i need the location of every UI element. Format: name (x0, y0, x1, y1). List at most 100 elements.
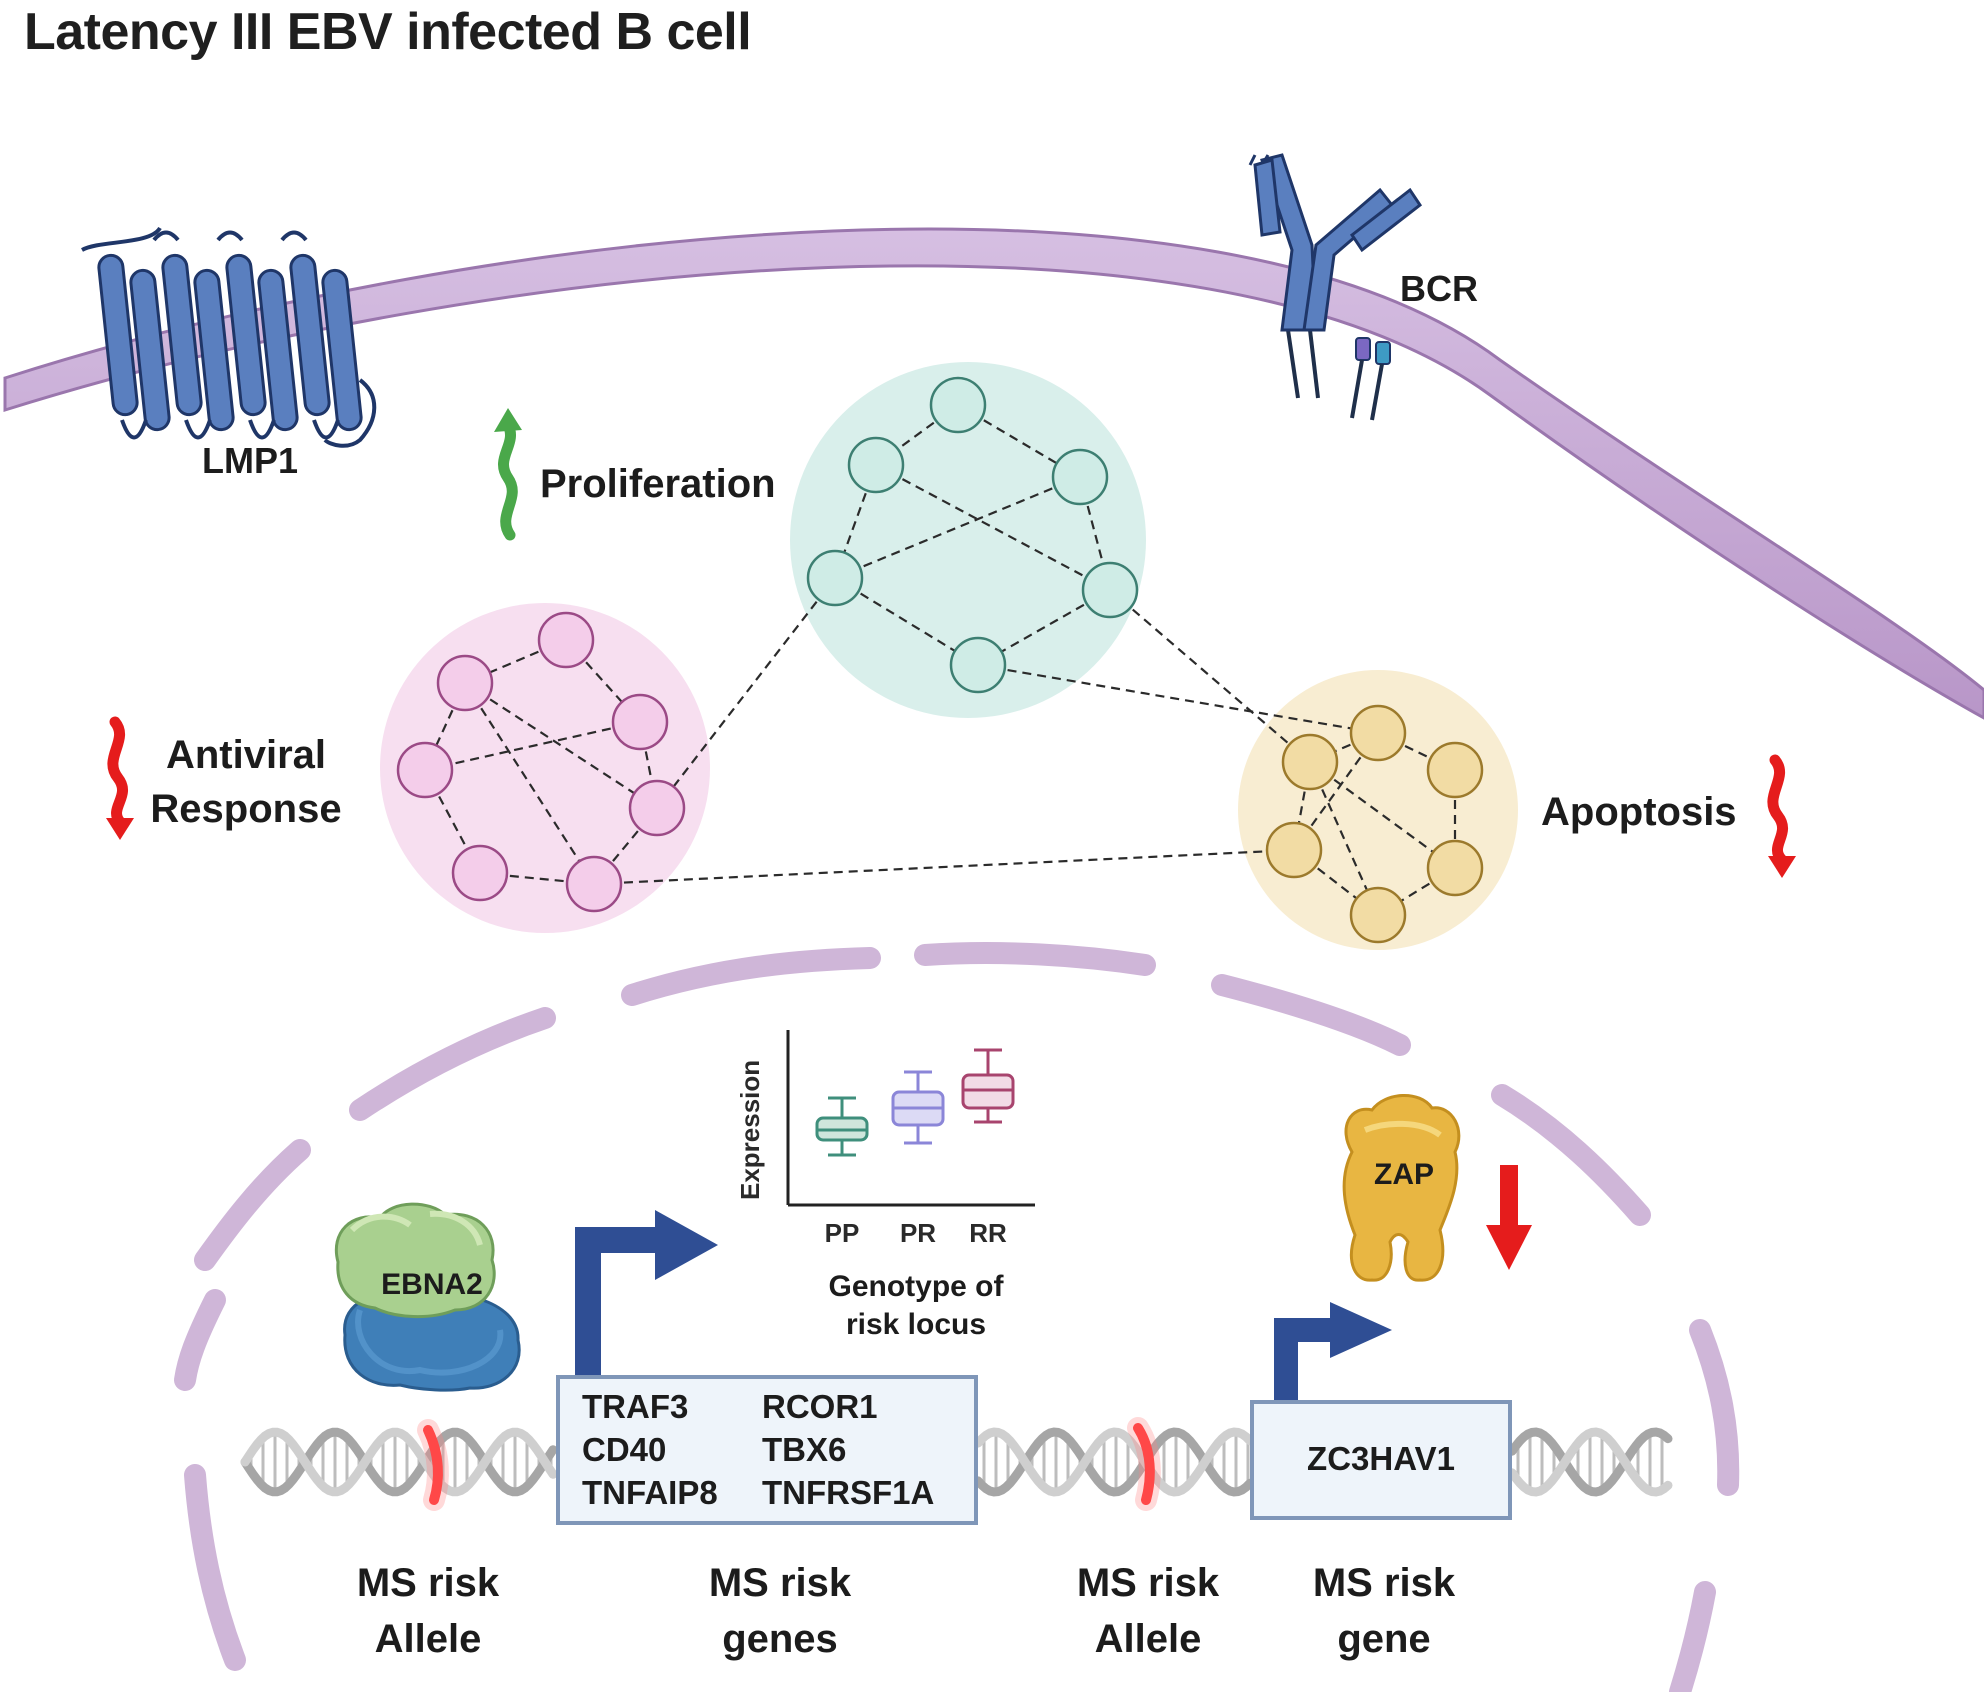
bottom-label-allele-2: MS risk Allele (1077, 1555, 1219, 1667)
lmp1-helix (289, 253, 331, 417)
nuclear-envelope (174, 942, 1740, 1692)
lmp1-loop (216, 230, 244, 242)
signaling-clusters (380, 362, 1518, 950)
lmp1-loop (120, 419, 148, 440)
promoter-arrow-genes (575, 1210, 718, 1378)
pink-cluster-node (611, 693, 669, 751)
boxplot-category-pr: PR (899, 1218, 937, 1248)
dna-strand (1507, 1427, 1673, 1497)
bottom-label-allele-1: MS risk Allele (357, 1555, 499, 1667)
lmp1-loop (312, 419, 340, 440)
green-cluster-node (1081, 561, 1139, 619)
dna-strand (240, 1427, 558, 1497)
zap-down-arrow (1486, 1165, 1532, 1270)
apoptosis-label: Apoptosis (1541, 790, 1737, 834)
pink-cluster-link (464, 682, 595, 885)
apoptosis-down-arrow (1767, 754, 1796, 878)
inter-cluster-link (977, 663, 1379, 735)
green-cluster-node (929, 376, 987, 434)
genes-right-column: RCOR1 TBX6 TNFRSF1A (762, 1385, 934, 1514)
figure-title: Latency III EBV infected B cell (24, 3, 752, 61)
bcr-label: BCR (1400, 268, 1478, 309)
bottom-label-1-line2: Allele (374, 1617, 482, 1661)
zc3hav1-label: ZC3HAV1 (1307, 1440, 1455, 1477)
bcr-receptor (1248, 153, 1423, 421)
proliferation-label: Proliferation (540, 462, 776, 506)
lmp1-label: LMP1 (202, 440, 299, 481)
pink-cluster-node (537, 611, 595, 669)
pink-cluster-node (451, 844, 509, 902)
bottom-label-genes: MS risk genes (709, 1555, 851, 1667)
bottom-label-3-line2: Allele (1094, 1617, 1202, 1661)
risk-allele-mark-1 (417, 1419, 449, 1511)
pink-cluster-link (464, 682, 658, 809)
zap-protein (1342, 1094, 1461, 1282)
inter-cluster-link (593, 848, 1295, 886)
bottom-label-2-line1: MS risk (708, 1561, 852, 1605)
risk-allele-mark-2 (1127, 1417, 1161, 1511)
expression-boxplot (786, 1030, 1035, 1207)
ebna2-label: EBNA2 (381, 1268, 483, 1301)
lmp1-helix (161, 253, 203, 417)
dna-strand (973, 1427, 1255, 1497)
lmp1-helix (257, 268, 299, 432)
boxplot-ylabel: Expression (735, 1059, 765, 1200)
pink-cluster-node (436, 654, 494, 712)
lmp1-helix (129, 268, 171, 432)
cell-membrane (3, 227, 1984, 720)
lmp1-loop (184, 419, 212, 440)
bottom-label-4-line2: gene (1337, 1617, 1431, 1661)
gene-tnfaip8: TNFAIP8 (582, 1474, 718, 1511)
antiviral-down-arrow (106, 716, 134, 840)
antiviral-line1: Antiviral (165, 733, 327, 777)
lmp1-helix (321, 268, 363, 432)
zc3hav1-box (1250, 1400, 1512, 1520)
yellow-cluster-node (1349, 886, 1407, 944)
yellow-cluster-node (1426, 839, 1484, 897)
gene-rcor1: RCOR1 (762, 1388, 878, 1425)
pink-cluster-node (628, 779, 686, 837)
ebna2-protein (334, 1202, 521, 1392)
boxplot-category-pp: PP (824, 1218, 860, 1248)
zap-label: ZAP (1374, 1158, 1434, 1191)
antiviral-line2: Response (150, 787, 342, 831)
green-cluster-node (949, 636, 1007, 694)
genes-left-column: TRAF3 CD40 TNFAIP8 (582, 1385, 718, 1514)
lmp1-n-terminus (81, 226, 162, 252)
bottom-label-3-line1: MS risk (1076, 1561, 1220, 1605)
boxplot-xlabel-line2: risk locus (845, 1308, 987, 1341)
yellow-cluster-node (1349, 704, 1407, 762)
green-cluster-node (806, 549, 864, 607)
lmp1-loop (280, 230, 308, 242)
boxplot-xlabel-line1: Genotype of (828, 1270, 1004, 1303)
proliferation-up-arrow (494, 408, 522, 541)
antiviral-response-label: Antiviral Response (150, 728, 341, 836)
yellow-cluster-node (1265, 821, 1323, 879)
lmp1-c-terminus (323, 378, 377, 448)
pink-cluster-node (565, 855, 623, 913)
lmp1-receptor (81, 226, 377, 448)
dna-strand (240, 1427, 558, 1497)
gene-traf3: TRAF3 (582, 1388, 689, 1425)
dna-strand (1507, 1427, 1673, 1497)
yellow-cluster-node (1281, 733, 1339, 791)
green-cluster-node (1051, 448, 1109, 506)
green-cluster-node (847, 436, 905, 494)
ms-risk-genes-box (556, 1375, 978, 1525)
lmp1-helix (97, 253, 139, 417)
bottom-label-2-line2: genes (722, 1617, 838, 1661)
boxplot-category-rr: RR (969, 1218, 1007, 1248)
gene-tbx6: TBX6 (762, 1431, 847, 1468)
bottom-label-4-line1: MS risk (1312, 1561, 1456, 1605)
pink-cluster-link (424, 720, 641, 772)
dna-helix (240, 1427, 1673, 1497)
lmp1-loop (248, 419, 276, 440)
inter-cluster-link (656, 577, 836, 809)
pink-cluster-node (396, 741, 454, 799)
gene-tnfrsf1a: TNFRSF1A (762, 1474, 935, 1511)
gene-cd40: CD40 (582, 1431, 667, 1468)
boxplot-xlabel: Genotype of risk locus (828, 1268, 1003, 1344)
